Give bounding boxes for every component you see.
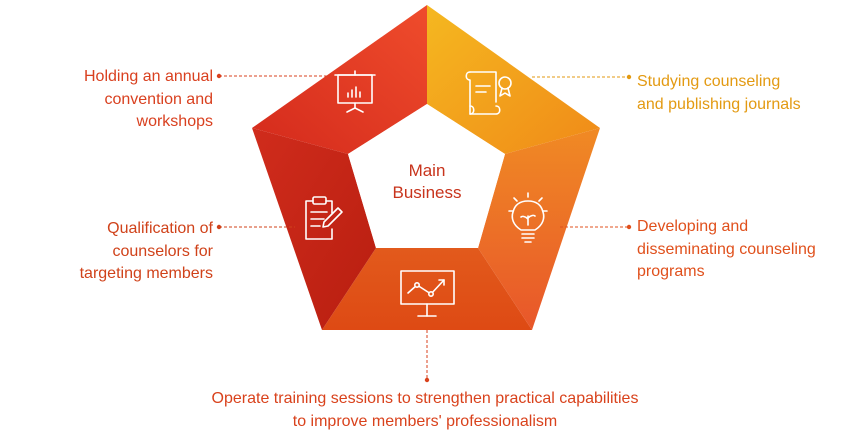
label-top-left-line-3: workshops bbox=[136, 113, 213, 130]
label-mid-right: Developing and disseminating counseling … bbox=[637, 216, 816, 284]
label-mid-right-line-3: programs bbox=[637, 263, 705, 280]
connector-dot-top-left bbox=[216, 73, 222, 79]
label-mid-right-line-2: disseminating counseling bbox=[637, 240, 816, 258]
label-mid-left: Qualification of counselors for targetin… bbox=[80, 218, 213, 286]
center-title: Main Business bbox=[352, 160, 502, 204]
label-mid-left-line-2: counselors for bbox=[112, 242, 214, 260]
center-pentagon bbox=[348, 104, 505, 248]
segment-top-right bbox=[427, 5, 600, 154]
connector-dot-mid-right bbox=[626, 224, 632, 230]
label-top-left: Holding an annual convention and worksho… bbox=[84, 66, 213, 134]
presentation-board-icon bbox=[334, 70, 376, 113]
segment-top-left bbox=[252, 5, 427, 154]
label-bottom-line-2: to improve members' professionalism bbox=[292, 412, 558, 430]
label-top-left-line-1: Holding an annual bbox=[84, 68, 213, 85]
center-title-line-2: Business bbox=[392, 183, 462, 202]
connector-dot-top-right bbox=[626, 74, 632, 80]
label-mid-left-line-3: targeting members bbox=[79, 265, 213, 282]
label-top-right: Studying counseling and publishing journ… bbox=[637, 71, 801, 116]
label-top-right-line-1: Studying counseling bbox=[637, 73, 781, 90]
label-top-right-line-2: and publishing journals bbox=[637, 95, 801, 113]
label-mid-left-line-1: Qualification of bbox=[107, 220, 213, 237]
connector-dot-mid-left bbox=[216, 224, 222, 230]
label-mid-right-line-1: Developing and bbox=[637, 218, 749, 235]
label-bottom-line-1: Operate training sessions to strengthen … bbox=[211, 390, 639, 407]
label-top-left-line-2: convention and bbox=[104, 90, 213, 108]
segment-mid-right bbox=[478, 128, 600, 330]
label-bottom: Operate training sessions to strengthen … bbox=[0, 388, 850, 433]
certificate-scroll-icon bbox=[465, 71, 512, 115]
segment-mid-left bbox=[252, 128, 376, 330]
trend-chart-board-icon bbox=[400, 270, 455, 317]
lightbulb-icon bbox=[508, 192, 548, 243]
center-title-line-1: Main bbox=[408, 161, 446, 180]
connector-dot-bottom bbox=[424, 377, 430, 383]
segment-bottom bbox=[322, 248, 532, 330]
connector-lines bbox=[216, 73, 632, 383]
clipboard-pencil-icon bbox=[305, 196, 343, 240]
